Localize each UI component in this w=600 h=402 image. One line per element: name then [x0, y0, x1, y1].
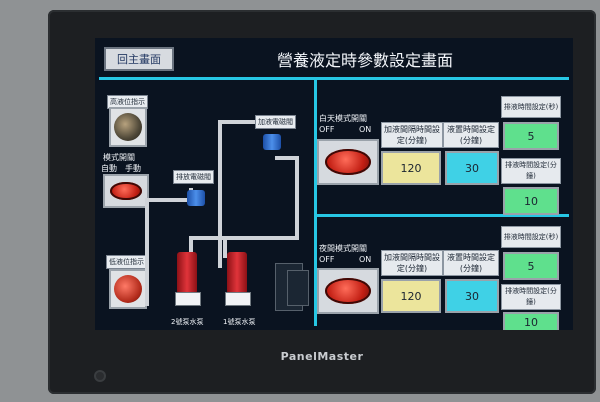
night-drain-time1-label: 排液時間設定(秒) — [501, 226, 561, 248]
night-off-label: OFF — [319, 255, 335, 264]
pump-2 — [177, 252, 197, 294]
low-level-indicator — [109, 269, 147, 309]
night-drain-time2-input[interactable]: 10 — [503, 312, 559, 330]
solenoid-supply-valve — [263, 134, 281, 150]
power-led — [96, 372, 104, 380]
night-add-interval-input[interactable]: 120 — [381, 279, 441, 313]
night-mode-title: 夜間模式開關 — [319, 244, 367, 253]
high-level-indicator — [109, 107, 147, 147]
pipe — [223, 236, 227, 258]
night-drain-setting-input[interactable]: 30 — [445, 279, 499, 313]
pipe — [145, 198, 149, 306]
night-on-label: ON — [359, 255, 372, 264]
day-night-divider — [317, 214, 569, 217]
header-divider — [99, 77, 569, 80]
home-button[interactable]: 回主畫面 — [104, 47, 174, 71]
page-title: 營養液定時參數設定畫面 — [276, 51, 453, 70]
day-mode-title: 白天模式開關 — [319, 114, 367, 123]
mode-switch[interactable] — [103, 174, 149, 208]
brand-label: PanelMaster — [280, 350, 364, 363]
day-add-interval-input[interactable]: 120 — [381, 151, 441, 185]
night-add-interval-label: 加液間隔時間設定(分鐘) — [381, 250, 443, 276]
mode-auto-label: 自動 — [101, 164, 117, 173]
day-drain-time1-label: 排液時間設定(秒) — [501, 96, 561, 118]
low-level-lamp — [114, 275, 142, 303]
mode-manual-label: 手動 — [125, 164, 141, 173]
pipe — [275, 156, 299, 160]
night-drain-time1-input[interactable]: 5 — [503, 252, 559, 280]
solenoid-drain-tag: 排放電磁閥 — [173, 170, 214, 184]
day-drain-time1-input[interactable]: 5 — [503, 122, 559, 150]
day-drain-setting-input[interactable]: 30 — [445, 151, 499, 185]
night-mode-switch[interactable] — [317, 268, 379, 314]
day-drain-time2-input[interactable]: 10 — [503, 187, 559, 215]
mode-switch-title: 模式開關 — [103, 153, 135, 162]
pipe — [189, 236, 193, 264]
pipe — [218, 120, 222, 268]
day-mode-switch[interactable] — [317, 139, 379, 185]
day-drain-setting-label: 液置時間設定(分鐘) — [443, 122, 499, 148]
mode-switch-lamp — [109, 181, 143, 201]
pump-1-base — [225, 292, 251, 306]
day-mode-lamp — [325, 148, 371, 176]
night-mode-lamp — [325, 277, 371, 305]
pipe — [295, 156, 299, 240]
day-add-interval-label: 加液間隔時間設定(分鐘) — [381, 122, 443, 148]
pipe — [145, 198, 193, 202]
night-drain-setting-label: 液置時間設定(分鐘) — [443, 250, 499, 276]
tank — [287, 270, 309, 306]
low-level-tag: 低液位指示 — [106, 255, 147, 269]
hmi-screen: 回主畫面 營養液定時參數設定畫面 高液位指示 模式開關 自動 手動 低液位指示 … — [95, 38, 573, 330]
pump-2-base — [175, 292, 201, 306]
day-off-label: OFF — [319, 125, 335, 134]
pipe — [189, 236, 299, 240]
section-divider — [314, 80, 317, 326]
pump-2-label: 2號泵水泵 — [171, 318, 204, 326]
solenoid-drain-valve — [187, 190, 205, 206]
day-drain-time2-label: 排液時間設定(分鐘) — [501, 158, 561, 184]
pipe — [218, 120, 256, 124]
day-on-label: ON — [359, 125, 372, 134]
solenoid-supply-tag: 加液電磁閥 — [255, 115, 296, 129]
night-drain-time2-label: 排液時間設定(分鐘) — [501, 284, 561, 310]
high-level-lamp — [114, 113, 142, 141]
pump-1-label: 1號泵水泵 — [223, 318, 256, 326]
pump-1 — [227, 252, 247, 294]
